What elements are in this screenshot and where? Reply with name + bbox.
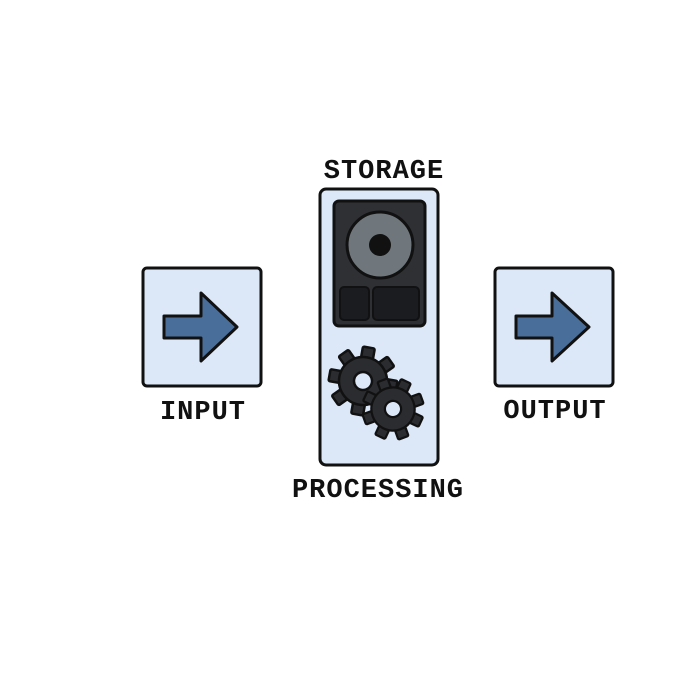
gears-icon [322,340,435,451]
hard-drive-icon [332,199,427,328]
output-label: OUTPUT [503,397,606,427]
right-arrow-icon [514,291,591,363]
storage-label: STORAGE [324,157,444,187]
output-box [493,266,615,388]
input-box [141,266,263,388]
storage-processing-box [318,187,440,467]
processing-label: PROCESSING [292,476,464,506]
right-arrow-icon [162,291,239,363]
input-label: INPUT [160,398,246,428]
